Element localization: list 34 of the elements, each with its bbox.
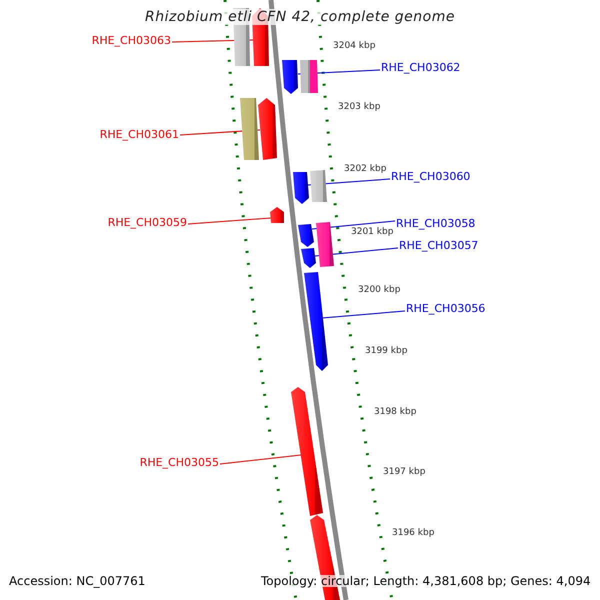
gene-feature [258,98,277,160]
gene-label: RHE_CH03055 [140,457,219,468]
footer-text: Topology: circular; Length: 4,381,608 bp; Genes: 4,094 [261,575,591,587]
scale-label: 3202 kbp [344,165,386,174]
gene-label: RHE_CH03063 [92,35,171,46]
gene-block [240,98,259,160]
scale-label: 3203 kbp [338,103,380,112]
gene-label: RHE_CH03061 [100,129,179,140]
scale-label: 3204 kbp [333,42,376,51]
gene-label: RHE_CH03058 [396,218,476,229]
gene-label: RHE_CH03062 [381,62,460,73]
gene-block [300,60,318,93]
scale-label: 3199 kbp [365,347,408,356]
gene-feature [282,60,298,94]
title: Rhizobium etli CFN 42, complete genome [145,9,455,25]
leader-line [188,218,272,224]
gene-feature [298,224,314,247]
gene-feature [270,207,284,223]
scale-label: 3196 kbp [392,529,434,538]
scale-label: 3201 kbp [351,228,394,237]
footer-text: Accession: NC_007761 [9,575,146,587]
scale-label: 3198 kbp [374,408,416,417]
gene-label: RHE_CH03059 [108,217,187,228]
gene-label: RHE_CH03057 [399,240,478,251]
scale-label: 3197 kbp [383,468,426,477]
gene-label: RHE_CH03056 [406,303,486,314]
gene-block [310,170,327,202]
scale-label: 3200 kbp [358,286,400,295]
leader-line [220,454,302,464]
gene-feature [291,387,323,516]
gene-feature [293,172,309,204]
gene-label: RHE_CH03060 [391,171,470,182]
leader-line [322,310,406,318]
gene-feature [304,272,328,371]
